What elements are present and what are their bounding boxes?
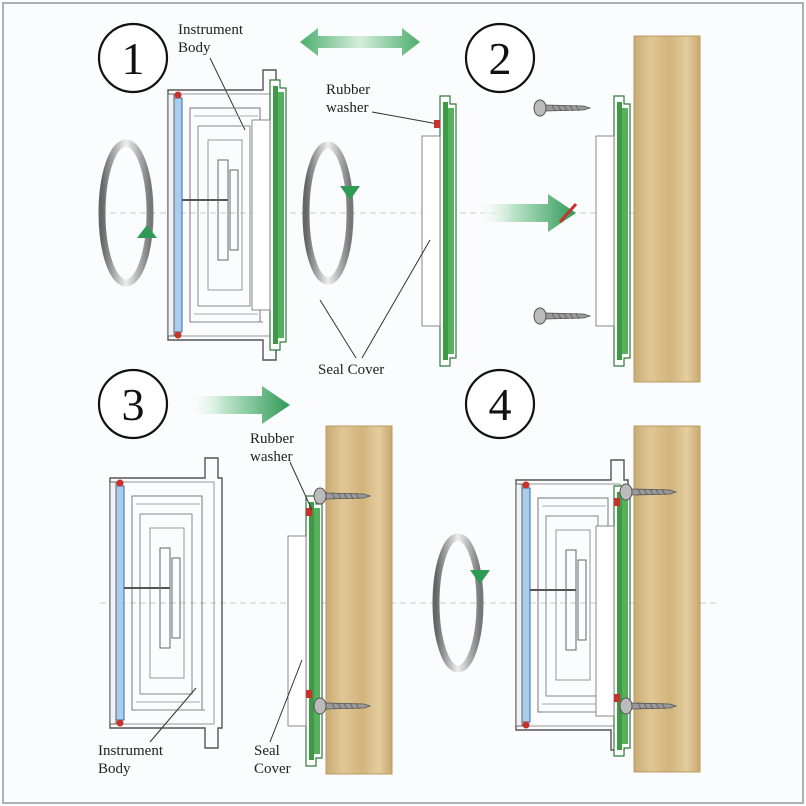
- seal-cover-leader-2: [361, 239, 431, 359]
- wood-panel-3: [325, 425, 393, 775]
- step-3-number: 3: [122, 379, 145, 430]
- rubber-washer-label-line1: Rubber: [326, 82, 370, 98]
- rotate-arrow-left: [98, 139, 157, 287]
- rubber-washer-b-leader: [289, 461, 313, 511]
- move-arrow-3: [188, 386, 290, 424]
- washer-top-3: [306, 508, 312, 516]
- seal-cover-leader-1: [319, 299, 357, 359]
- instrument-body-b-leader: [149, 687, 197, 743]
- seal-cover-4: [595, 485, 631, 757]
- instrument-body-b-label-line1: Instrument: [98, 743, 164, 759]
- step-2-circle: [464, 22, 536, 94]
- instrument-body-label-line2: Body: [178, 40, 211, 56]
- rotate-arrow-4: [432, 533, 490, 673]
- step-4-circle: [464, 368, 536, 440]
- instrument-body-label-line1: Instrument: [178, 22, 244, 38]
- step-2-panel: 2: [464, 22, 701, 383]
- step-1-panel: 1 Instrument Body Rubber washer: [97, 22, 700, 378]
- seal-cover-b-label-line2: Cover: [254, 761, 291, 777]
- seal-cover-b-leader: [269, 659, 303, 743]
- seal-cover-1: [251, 79, 287, 351]
- step-1-circle: [97, 22, 169, 94]
- step-2-number: 2: [489, 33, 512, 84]
- rubber-washer-leader: [371, 111, 439, 125]
- washer-top-4: [614, 498, 620, 506]
- washer-bottom-4: [614, 694, 620, 702]
- step-1-number: 1: [122, 33, 145, 84]
- seal-cover-3: [287, 495, 323, 767]
- rubber-washer-b-label-line1: Rubber: [250, 431, 294, 447]
- step-3-circle: [97, 368, 169, 440]
- washer-bottom-3: [306, 690, 312, 698]
- rubber-washer-b-label-line2: washer: [250, 449, 292, 465]
- washer-moving-2: [558, 203, 578, 223]
- seal-cover-b-label-line1: Seal: [254, 743, 280, 759]
- seal-cover-2: [595, 95, 631, 367]
- step-3-panel: 3 Rubber washer Instrument Body Seal Cov…: [97, 368, 720, 777]
- rotate-arrow-middle: [302, 141, 360, 285]
- rubber-washer-label-line2: washer: [326, 100, 368, 116]
- seal-cover-separate: [421, 95, 457, 367]
- move-arrow-2: [478, 194, 576, 232]
- double-arrow: [300, 28, 420, 56]
- step-4-panel: 4: [432, 368, 701, 773]
- step-4-number: 4: [489, 379, 512, 430]
- seal-cover-label: Seal Cover: [318, 362, 384, 378]
- instrument-body-b-label-line2: Body: [98, 761, 131, 777]
- rubber-washer-red: [434, 120, 440, 128]
- wood-panel-4: [633, 425, 701, 773]
- wood-panel-2: [633, 35, 701, 383]
